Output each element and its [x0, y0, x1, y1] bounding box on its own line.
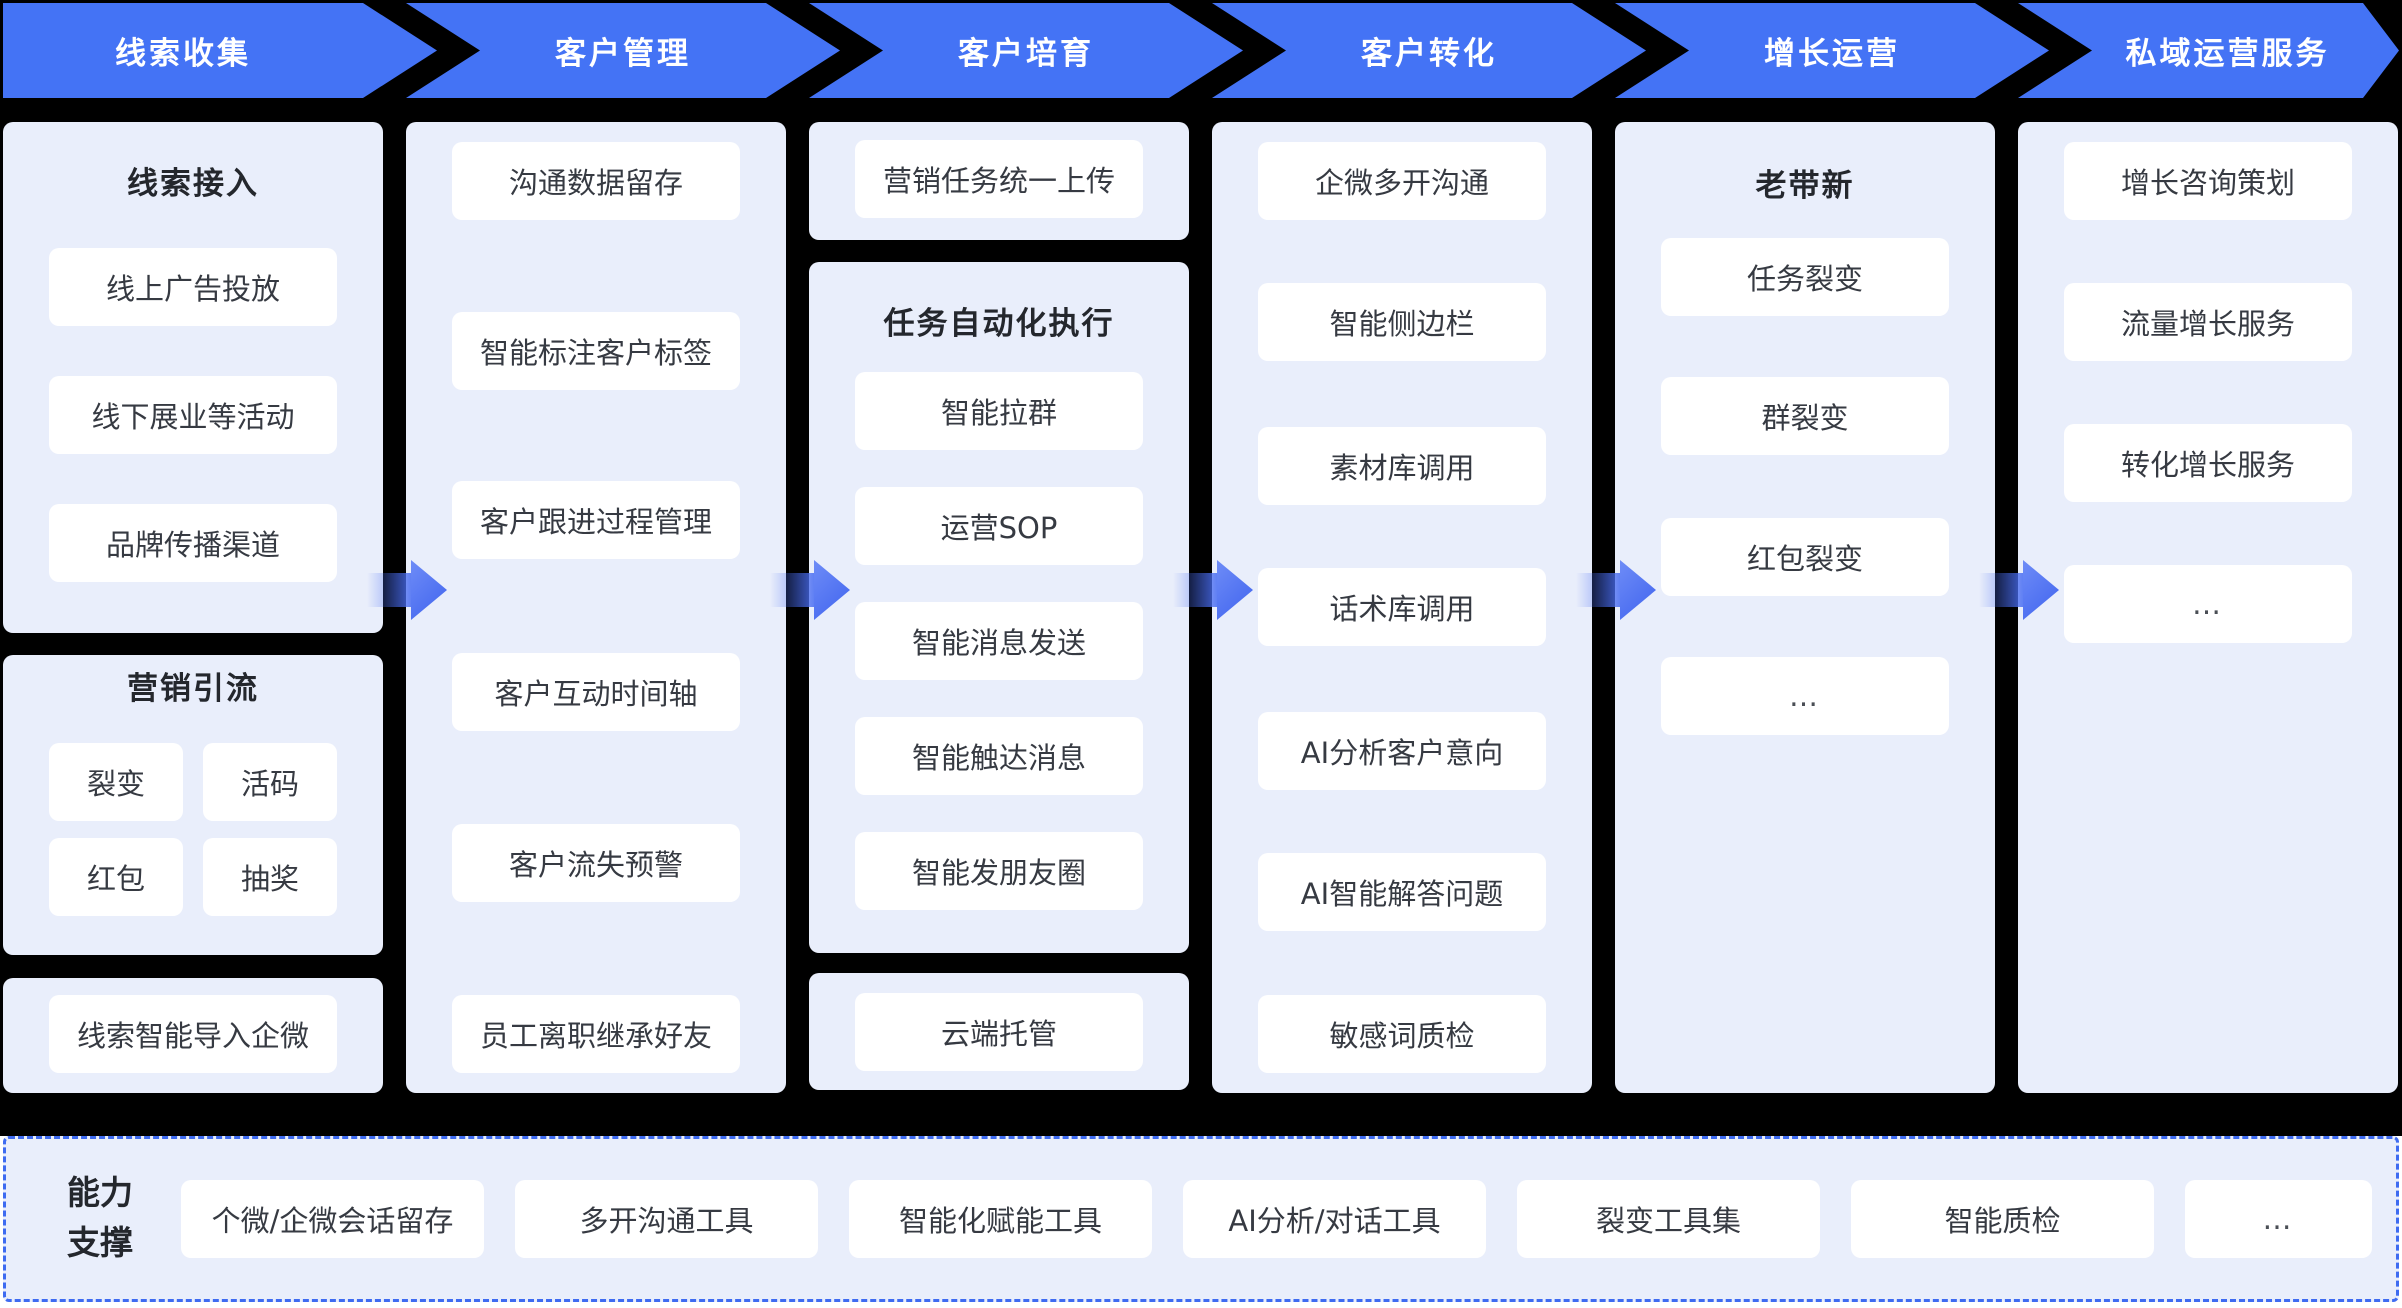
- stage-label: 客户管理: [555, 36, 691, 72]
- support-item-box: 智能化赋能工具: [849, 1180, 1152, 1258]
- capability-box: 线上广告投放: [49, 248, 337, 326]
- capability-box: 话术库调用: [1258, 568, 1546, 646]
- stage-label: 客户转化: [1361, 36, 1497, 72]
- group-title: 任务自动化执行: [883, 305, 1115, 342]
- capability-box: 智能触达消息: [855, 717, 1143, 795]
- capability-box: 敏感词质检: [1258, 995, 1546, 1073]
- support-item-box: 个微/企微会话留存: [181, 1180, 484, 1258]
- support-item-box: AI分析/对话工具: [1183, 1180, 1486, 1258]
- capability-box: 营销任务统一上传: [855, 140, 1143, 218]
- capability-box: 智能标注客户标签: [452, 312, 740, 390]
- more-items-box: …: [2064, 565, 2352, 643]
- capability-box: 智能侧边栏: [1258, 283, 1546, 361]
- stage-banner-customer-nurturing: 客户培育: [809, 3, 1243, 98]
- capability-box: 线索智能导入企微: [49, 995, 337, 1073]
- flow-arrow-icon: [770, 560, 850, 620]
- capability-box: 运营SOP: [855, 487, 1143, 565]
- stage-label: 客户培育: [958, 36, 1094, 72]
- stage-banner-lead-collection: 线索收集: [3, 3, 437, 98]
- flow-arrow-icon: [1979, 560, 2059, 620]
- capability-box: 增长咨询策划: [2064, 142, 2352, 220]
- capability-box: 群裂变: [1661, 377, 1949, 455]
- capability-support-label: 能力 支撑: [67, 1173, 133, 1262]
- capability-box: 流量增长服务: [2064, 283, 2352, 361]
- capability-box: 客户跟进过程管理: [452, 481, 740, 559]
- group-title: 营销引流: [127, 670, 259, 707]
- capability-box: 红包裂变: [1661, 518, 1949, 596]
- capability-box: 智能发朋友圈: [855, 832, 1143, 910]
- flow-arrow-icon: [1576, 560, 1656, 620]
- capability-box: 裂变: [49, 743, 183, 821]
- capability-box: 素材库调用: [1258, 427, 1546, 505]
- capability-box: 客户互动时间轴: [452, 653, 740, 731]
- capability-box: 品牌传播渠道: [49, 504, 337, 582]
- flow-arrow-icon: [367, 560, 447, 620]
- capability-box: 活码: [203, 743, 337, 821]
- support-more-box: …: [2185, 1180, 2372, 1258]
- flow-arrow-icon: [1173, 560, 1253, 620]
- capability-box: AI智能解答问题: [1258, 853, 1546, 931]
- capability-box: 企微多开沟通: [1258, 142, 1546, 220]
- capability-box: 沟通数据留存: [452, 142, 740, 220]
- capability-box: AI分析客户意向: [1258, 712, 1546, 790]
- group-title: 线索接入: [127, 165, 259, 202]
- capability-box: 客户流失预警: [452, 824, 740, 902]
- support-item-box: 多开沟通工具: [515, 1180, 818, 1258]
- capability-box: 任务裂变: [1661, 238, 1949, 316]
- black-backdrop: [0, 0, 2402, 1136]
- support-item-box: 裂变工具集: [1517, 1180, 1820, 1258]
- support-item-box: 智能质检: [1851, 1180, 2154, 1258]
- stage-label: 增长运营: [1764, 36, 1900, 72]
- capability-box: 线下展业等活动: [49, 376, 337, 454]
- capability-box: 转化增长服务: [2064, 424, 2352, 502]
- capability-box: 红包: [49, 838, 183, 916]
- capability-box: 智能拉群: [855, 372, 1143, 450]
- stage-label: 私域运营服务: [2125, 36, 2330, 72]
- stage-label: 线索收集: [115, 36, 251, 72]
- capability-box: 云端托管: [855, 993, 1143, 1071]
- panel-customer-management: [406, 122, 786, 1093]
- more-items-box: …: [1661, 657, 1949, 735]
- capability-box: 智能消息发送: [855, 602, 1143, 680]
- capability-box: 员工离职继承好友: [452, 995, 740, 1073]
- capability-box: 抽奖: [203, 838, 337, 916]
- group-title: 老带新: [1755, 167, 1855, 204]
